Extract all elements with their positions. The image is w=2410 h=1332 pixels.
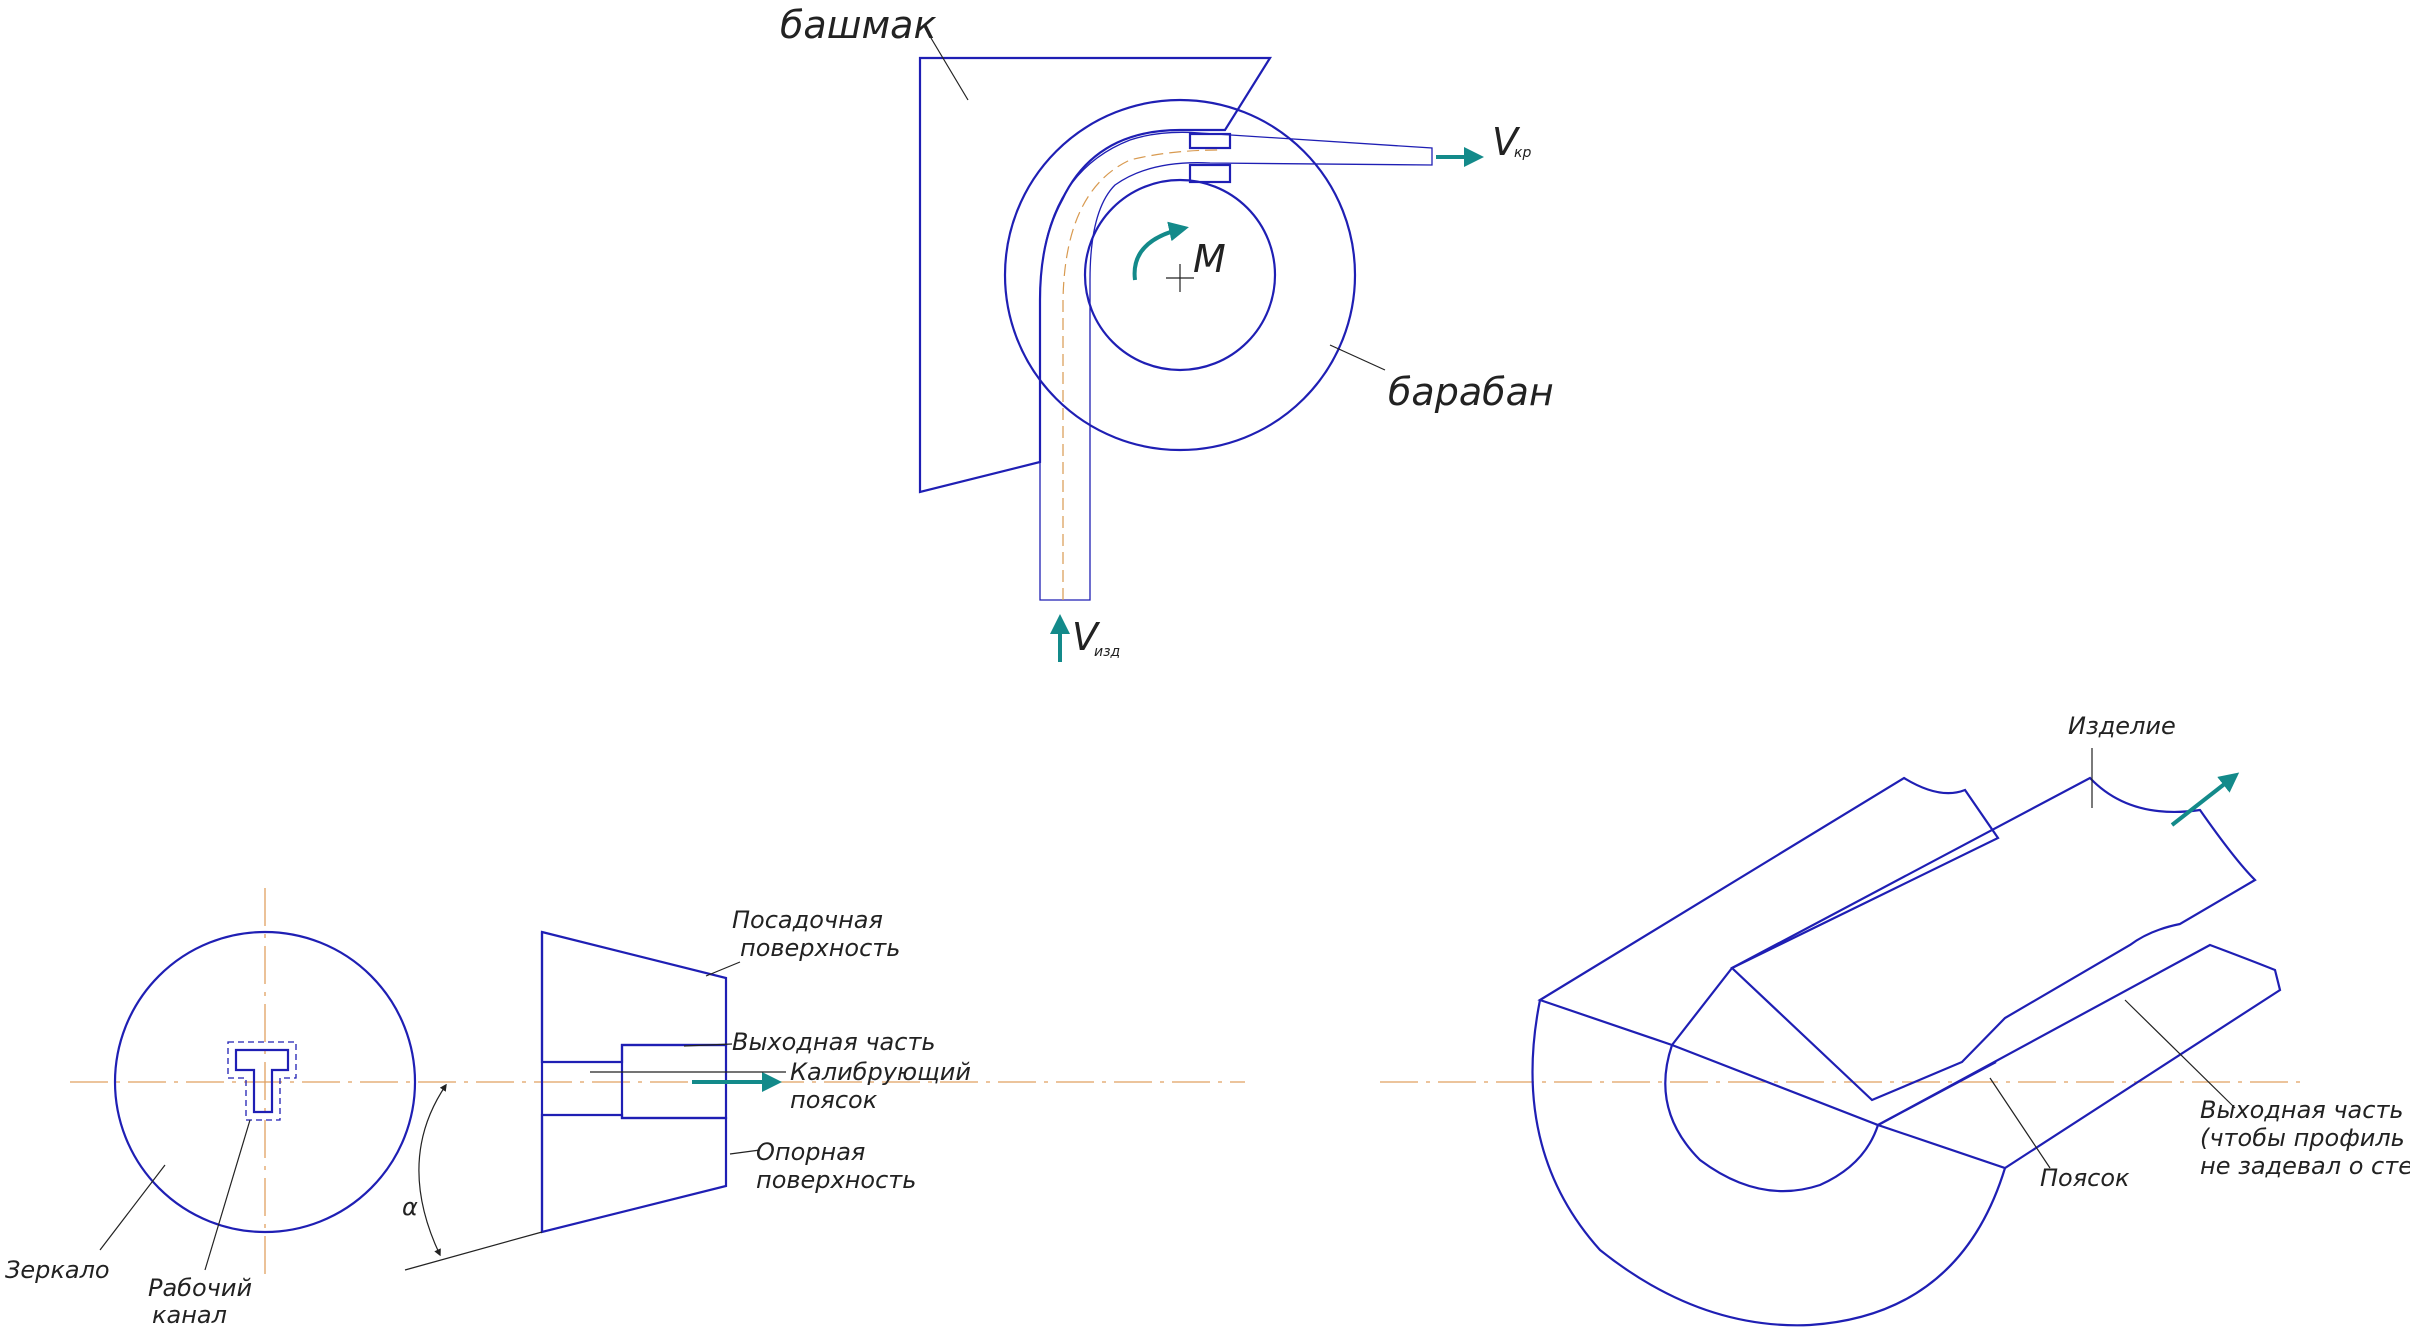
channel-leader xyxy=(204,1119,251,1271)
channel-label-line2: канал xyxy=(152,1301,227,1329)
die-isometric xyxy=(1380,748,2300,1327)
torque-label: М xyxy=(1193,237,1226,281)
land-label: Поясок xyxy=(2040,1164,2130,1192)
upper-slab xyxy=(1537,776,2000,1047)
die-piece-upper xyxy=(1188,132,1232,150)
entry-velocity-subscript: изд xyxy=(1094,644,1120,660)
seat-leader xyxy=(705,961,741,977)
product-label: Изделие xyxy=(2068,712,2176,740)
seat-label-line1: Посадочная xyxy=(732,906,883,934)
channel-label-line1: Рабочий xyxy=(148,1274,252,1302)
t-channel-outer xyxy=(227,1041,297,1121)
strip-centerline xyxy=(1062,149,1221,600)
base-half-disc xyxy=(1531,999,2007,1327)
torque-arrow xyxy=(1132,221,1189,281)
shoe-leader xyxy=(924,27,969,101)
drum-outer xyxy=(1003,98,1357,452)
land-leader xyxy=(1989,1077,2051,1169)
base-inner-arc xyxy=(1664,1044,1880,1193)
angle-label: α xyxy=(402,1193,418,1221)
product-arrow xyxy=(2170,772,2240,827)
shoe-label: башмак xyxy=(780,3,936,47)
drum-hub xyxy=(1083,178,1277,372)
angle-arc xyxy=(418,1083,447,1257)
land-edge xyxy=(1671,1043,1997,1127)
die-face-circle xyxy=(113,930,417,1234)
drum-leader xyxy=(1329,344,1386,371)
drum-label: барабан xyxy=(1388,370,1554,414)
t-channel-inner xyxy=(234,1048,290,1114)
exit-part-right-line1: Выходная часть xyxy=(2200,1096,2404,1124)
mirror-leader xyxy=(99,1164,166,1251)
lower-slab xyxy=(1875,943,2282,1170)
product-strip xyxy=(1730,776,2257,1102)
seat-label-line2: поверхность xyxy=(740,934,900,962)
exit-part-right-line3: не задевал о стенки) xyxy=(2200,1152,2410,1180)
exit-part-label: Выходная часть xyxy=(732,1028,936,1056)
bending-assembly xyxy=(918,27,1484,662)
calib-label-line1: Калибрующий xyxy=(790,1058,971,1086)
die-views xyxy=(70,888,1245,1280)
support-leader xyxy=(729,1149,761,1155)
die-piece-lower xyxy=(1188,163,1232,184)
die-section-upper xyxy=(540,930,728,1064)
workpiece-strip xyxy=(1039,131,1433,601)
die-section-lower xyxy=(540,1113,728,1234)
entry-velocity-symbol: V xyxy=(1072,615,1101,659)
angle-base-line xyxy=(404,1231,543,1271)
calib-label-line2: поясок xyxy=(790,1086,878,1114)
mirror-label: Зеркало xyxy=(5,1256,110,1284)
exit-part-right-line2: (чтобы профиль xyxy=(2200,1124,2405,1152)
support-label-line2: поверхность xyxy=(756,1166,916,1194)
exit-velocity-subscript: кр xyxy=(1514,145,1531,161)
exit-velocity-symbol: V xyxy=(1492,120,1521,164)
support-label-line1: Опорная xyxy=(756,1138,865,1166)
exit-part-leader xyxy=(683,1043,733,1047)
exit-part-leader-right xyxy=(2124,999,2236,1109)
